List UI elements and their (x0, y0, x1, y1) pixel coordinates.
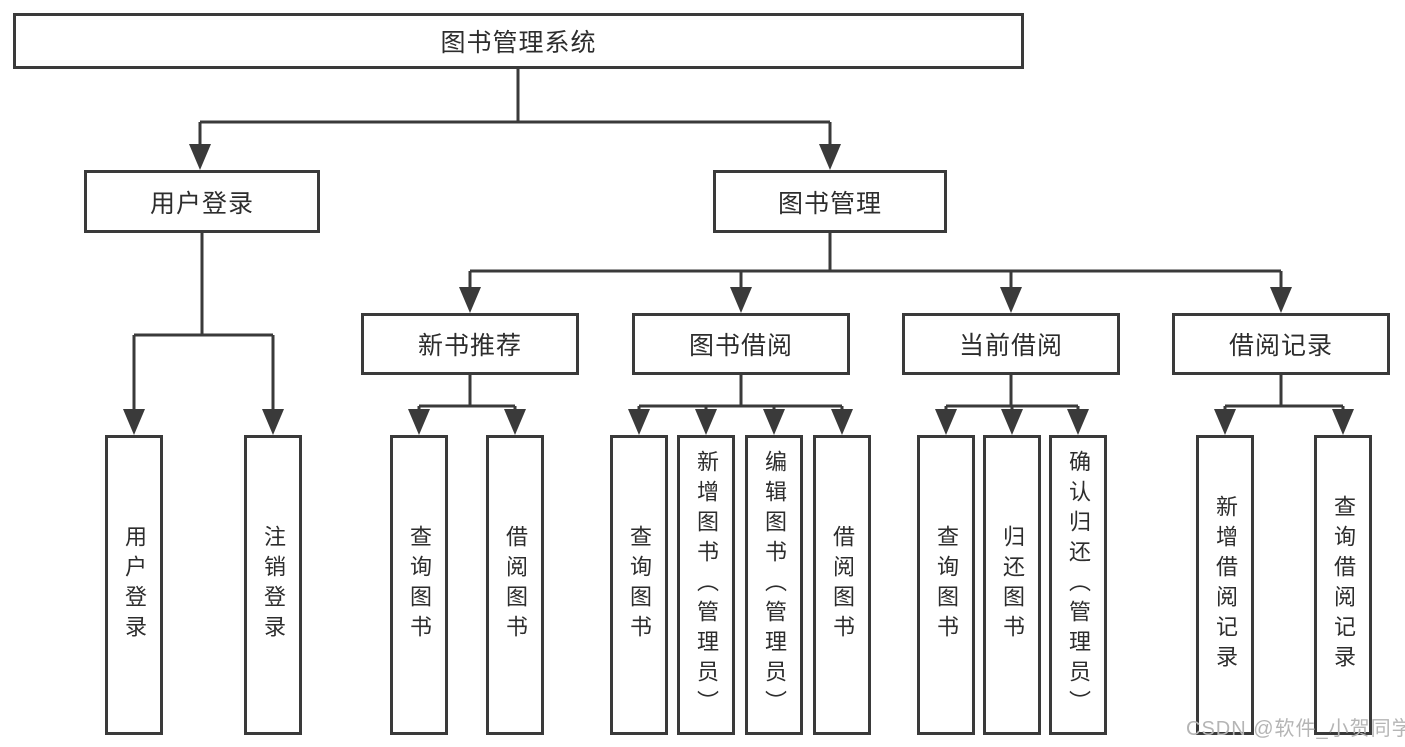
arrowhead (831, 409, 853, 435)
leaf-label: 查询图书 (627, 525, 652, 645)
leaf-borrow-books-borrowing: 借阅图书 (813, 435, 871, 735)
leaf-borrow-books-recommend: 借阅图书 (486, 435, 544, 735)
node-book-borrowing: 图书借阅 (632, 313, 850, 375)
arrowhead (819, 144, 841, 170)
arrowhead (504, 409, 526, 435)
leaf-label: 借阅图书 (830, 525, 855, 645)
leaf-logout: 注销登录 (244, 435, 302, 735)
node-current-borrowing: 当前借阅 (902, 313, 1120, 375)
arrowhead (1000, 287, 1022, 313)
arrowhead (695, 409, 717, 435)
arrowhead (408, 409, 430, 435)
arrowhead (123, 409, 145, 435)
leaf-edit-book-admin: 编辑图书（管理员） (745, 435, 803, 735)
edge-borrowing-records-to-leaves (1223, 375, 1345, 414)
leaf-add-borrow-record: 新增借阅记录 (1196, 435, 1254, 735)
edge-book-borrowing-to-leaves (637, 375, 844, 414)
node-borrowing-records: 借阅记录 (1172, 313, 1390, 375)
arrowhead (1067, 409, 1089, 435)
arrowhead (730, 287, 752, 313)
edge-book-management-to-level3 (468, 233, 1283, 290)
leaf-query-books-borrowing: 查询图书 (610, 435, 668, 735)
leaf-label: 查询借阅记录 (1331, 495, 1356, 675)
arrowhead (1332, 409, 1354, 435)
leaf-label: 新增借阅记录 (1213, 495, 1238, 675)
leaf-query-borrow-record: 查询借阅记录 (1314, 435, 1372, 735)
arrowhead (459, 287, 481, 313)
leaf-user-login: 用户登录 (105, 435, 163, 735)
leaf-return-book: 归还图书 (983, 435, 1041, 735)
leaf-query-books-current: 查询图书 (917, 435, 975, 735)
node-user-login: 用户登录 (84, 170, 320, 233)
node-root: 图书管理系统 (13, 13, 1024, 69)
leaf-label: 确认归还（管理员） (1066, 450, 1091, 720)
arrowhead (628, 409, 650, 435)
leaf-label: 用户登录 (122, 525, 147, 645)
leaf-label: 借阅图书 (503, 525, 528, 645)
leaf-label: 编辑图书（管理员） (762, 450, 787, 720)
arrowhead (763, 409, 785, 435)
leaf-label: 归还图书 (1000, 525, 1025, 645)
edge-current-borrowing-to-leaves (944, 375, 1080, 414)
edge-root-to-level2 (198, 69, 832, 146)
edge-new-book-recommend-to-leaves (417, 375, 517, 414)
leaf-confirm-return-admin: 确认归还（管理员） (1049, 435, 1107, 735)
watermark: CSDN @软件_小贺同学 (1186, 718, 1405, 740)
leaf-label: 查询图书 (407, 525, 432, 645)
arrowhead (189, 144, 211, 170)
node-book-management: 图书管理 (713, 170, 947, 233)
edge-user-login-to-leaves (132, 233, 275, 412)
arrowhead (262, 409, 284, 435)
arrowhead (1270, 287, 1292, 313)
arrowhead (935, 409, 957, 435)
leaf-label: 查询图书 (934, 525, 959, 645)
leaf-add-book-admin: 新增图书（管理员） (677, 435, 735, 735)
leaf-label: 新增图书（管理员） (694, 450, 719, 720)
leaf-query-books-recommend: 查询图书 (390, 435, 448, 735)
arrowhead (1214, 409, 1236, 435)
leaf-label: 注销登录 (261, 525, 286, 645)
arrowhead (1001, 409, 1023, 435)
node-new-book-recommend: 新书推荐 (361, 313, 579, 375)
